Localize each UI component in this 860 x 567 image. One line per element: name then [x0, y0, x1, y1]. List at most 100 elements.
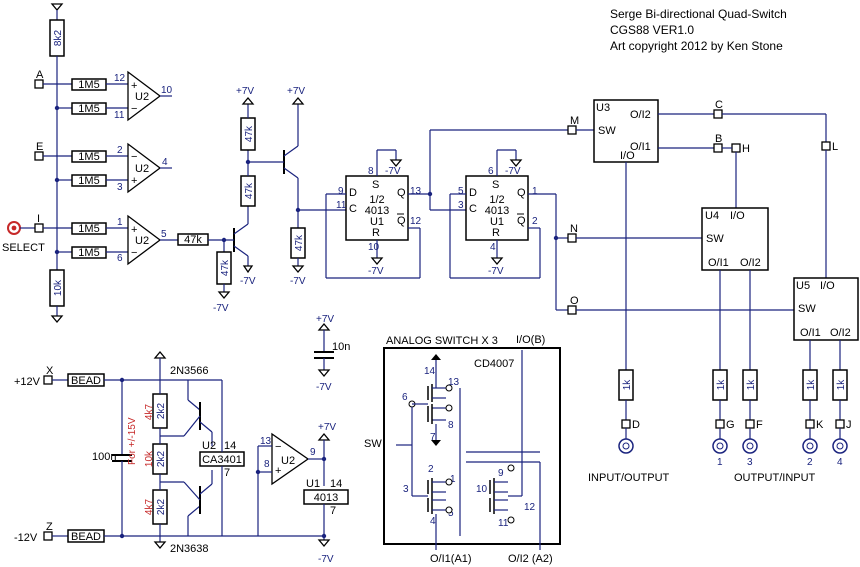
svg-text:SW: SW — [364, 438, 382, 450]
svg-text:1k: 1k — [716, 379, 727, 391]
resistor-8k2-label: 8k2 — [53, 30, 64, 47]
svg-text:D: D — [469, 187, 477, 199]
svg-text:+7V: +7V — [236, 86, 254, 97]
svg-text:X: X — [46, 365, 54, 377]
svg-text:R: R — [372, 227, 380, 239]
svg-text:1/2: 1/2 — [489, 194, 504, 206]
svg-text:4: 4 — [837, 457, 843, 468]
svg-text:S: S — [492, 179, 499, 191]
node-n[interactable] — [567, 233, 577, 243]
svg-text:6: 6 — [117, 253, 123, 264]
svg-text:SW: SW — [598, 125, 616, 137]
svg-text:BEAD: BEAD — [71, 531, 101, 543]
node-l[interactable] — [821, 141, 831, 151]
input-i-terminal[interactable] — [34, 223, 44, 233]
svg-text:ANALOG SWITCH X 3: ANALOG SWITCH X 3 — [386, 335, 498, 347]
svg-text:1M5: 1M5 — [78, 151, 99, 163]
r-47k-base: 47k — [184, 234, 202, 246]
svg-text:C: C — [469, 203, 477, 215]
svg-text:1/2: 1/2 — [369, 194, 384, 206]
svg-text:8: 8 — [368, 166, 374, 177]
svg-text:+: + — [131, 175, 137, 187]
svg-text:SW: SW — [706, 233, 724, 245]
svg-text:O/I1: O/I1 — [800, 327, 821, 339]
svg-text:Z: Z — [46, 521, 53, 533]
note-15v: For +/-15V — [127, 417, 138, 465]
svg-text:+7V: +7V — [287, 86, 305, 97]
svg-text:−: − — [131, 151, 137, 163]
svg-text:1k: 1k — [622, 379, 633, 391]
opamp-u2-b — [127, 142, 162, 194]
svg-text:2: 2 — [532, 216, 538, 227]
svg-text:3: 3 — [403, 484, 409, 495]
svg-text:-7V: -7V — [488, 266, 504, 277]
svg-text:4013: 4013 — [485, 205, 509, 217]
opamp-u2-a — [127, 70, 162, 122]
svg-text:U2: U2 — [135, 235, 149, 247]
svg-text:+7V: +7V — [318, 422, 336, 433]
svg-text:11: 11 — [336, 200, 347, 211]
svg-text:+7V: +7V — [316, 314, 334, 325]
node-b[interactable] — [713, 143, 723, 153]
svg-text:I/O: I/O — [820, 280, 835, 292]
svg-text:14: 14 — [224, 440, 236, 452]
input-a-terminal[interactable] — [34, 79, 44, 89]
svg-text:8: 8 — [448, 420, 454, 431]
svg-text:13: 13 — [448, 377, 460, 388]
node-z[interactable] — [43, 531, 53, 541]
svg-text:10k: 10k — [144, 450, 155, 467]
svg-text:3: 3 — [458, 200, 464, 211]
analog-switch-box — [383, 347, 561, 545]
svg-text:9: 9 — [310, 447, 316, 458]
svg-text:Q: Q — [517, 215, 526, 227]
svg-text:L: L — [832, 141, 838, 153]
svg-text:U1: U1 — [490, 216, 504, 228]
svg-text:13: 13 — [410, 186, 422, 197]
svg-text:10: 10 — [368, 242, 380, 253]
svg-text:1k: 1k — [806, 379, 817, 391]
svg-text:C: C — [349, 203, 357, 215]
svg-text:-12V: -12V — [14, 532, 38, 544]
svg-text:2: 2 — [428, 464, 434, 475]
svg-text:U1: U1 — [306, 478, 320, 490]
svg-text:2: 2 — [117, 145, 123, 156]
svg-text:1: 1 — [450, 474, 456, 485]
svg-text:-7V: -7V — [505, 166, 521, 177]
node-x[interactable] — [43, 375, 53, 385]
svg-text:100n: 100n — [92, 451, 116, 463]
svg-text:9: 9 — [338, 186, 344, 197]
svg-text:4013: 4013 — [365, 205, 389, 217]
svg-text:12: 12 — [410, 216, 422, 227]
input-e-terminal[interactable] — [34, 151, 44, 161]
svg-text:12: 12 — [114, 73, 126, 84]
switch-u3 — [593, 99, 659, 163]
svg-text:SW: SW — [798, 303, 816, 315]
input-a-label: A — [36, 69, 44, 81]
node-h[interactable] — [731, 143, 741, 153]
svg-text:M: M — [570, 115, 579, 127]
svg-text:9: 9 — [498, 468, 504, 479]
input-output-label: INPUT/OUTPUT — [588, 472, 670, 484]
svg-text:1: 1 — [717, 457, 723, 468]
svg-text:U2: U2 — [281, 455, 295, 467]
node-o[interactable] — [567, 305, 577, 315]
svg-text:7: 7 — [430, 432, 436, 443]
input-i-label: I — [37, 213, 40, 225]
svg-text:2N3566: 2N3566 — [170, 365, 209, 377]
svg-text:8: 8 — [264, 459, 270, 470]
svg-text:B: B — [715, 133, 722, 145]
svg-text:O/I1(A1): O/I1(A1) — [430, 553, 472, 565]
svg-text:1k: 1k — [746, 379, 757, 391]
resistor-10k-label: 10k — [53, 279, 64, 296]
output-d: 1k D — [618, 369, 640, 454]
svg-text:4: 4 — [490, 242, 496, 253]
svg-text:+12V: +12V — [14, 376, 41, 388]
node-c[interactable] — [713, 109, 723, 119]
svg-text:47k: 47k — [294, 234, 305, 251]
svg-text:10n: 10n — [332, 341, 350, 353]
svg-text:1M5: 1M5 — [78, 247, 99, 259]
node-m[interactable] — [567, 125, 577, 135]
svg-text:U2: U2 — [202, 440, 216, 452]
svg-text:6: 6 — [488, 166, 494, 177]
svg-text:47k: 47k — [244, 125, 255, 142]
